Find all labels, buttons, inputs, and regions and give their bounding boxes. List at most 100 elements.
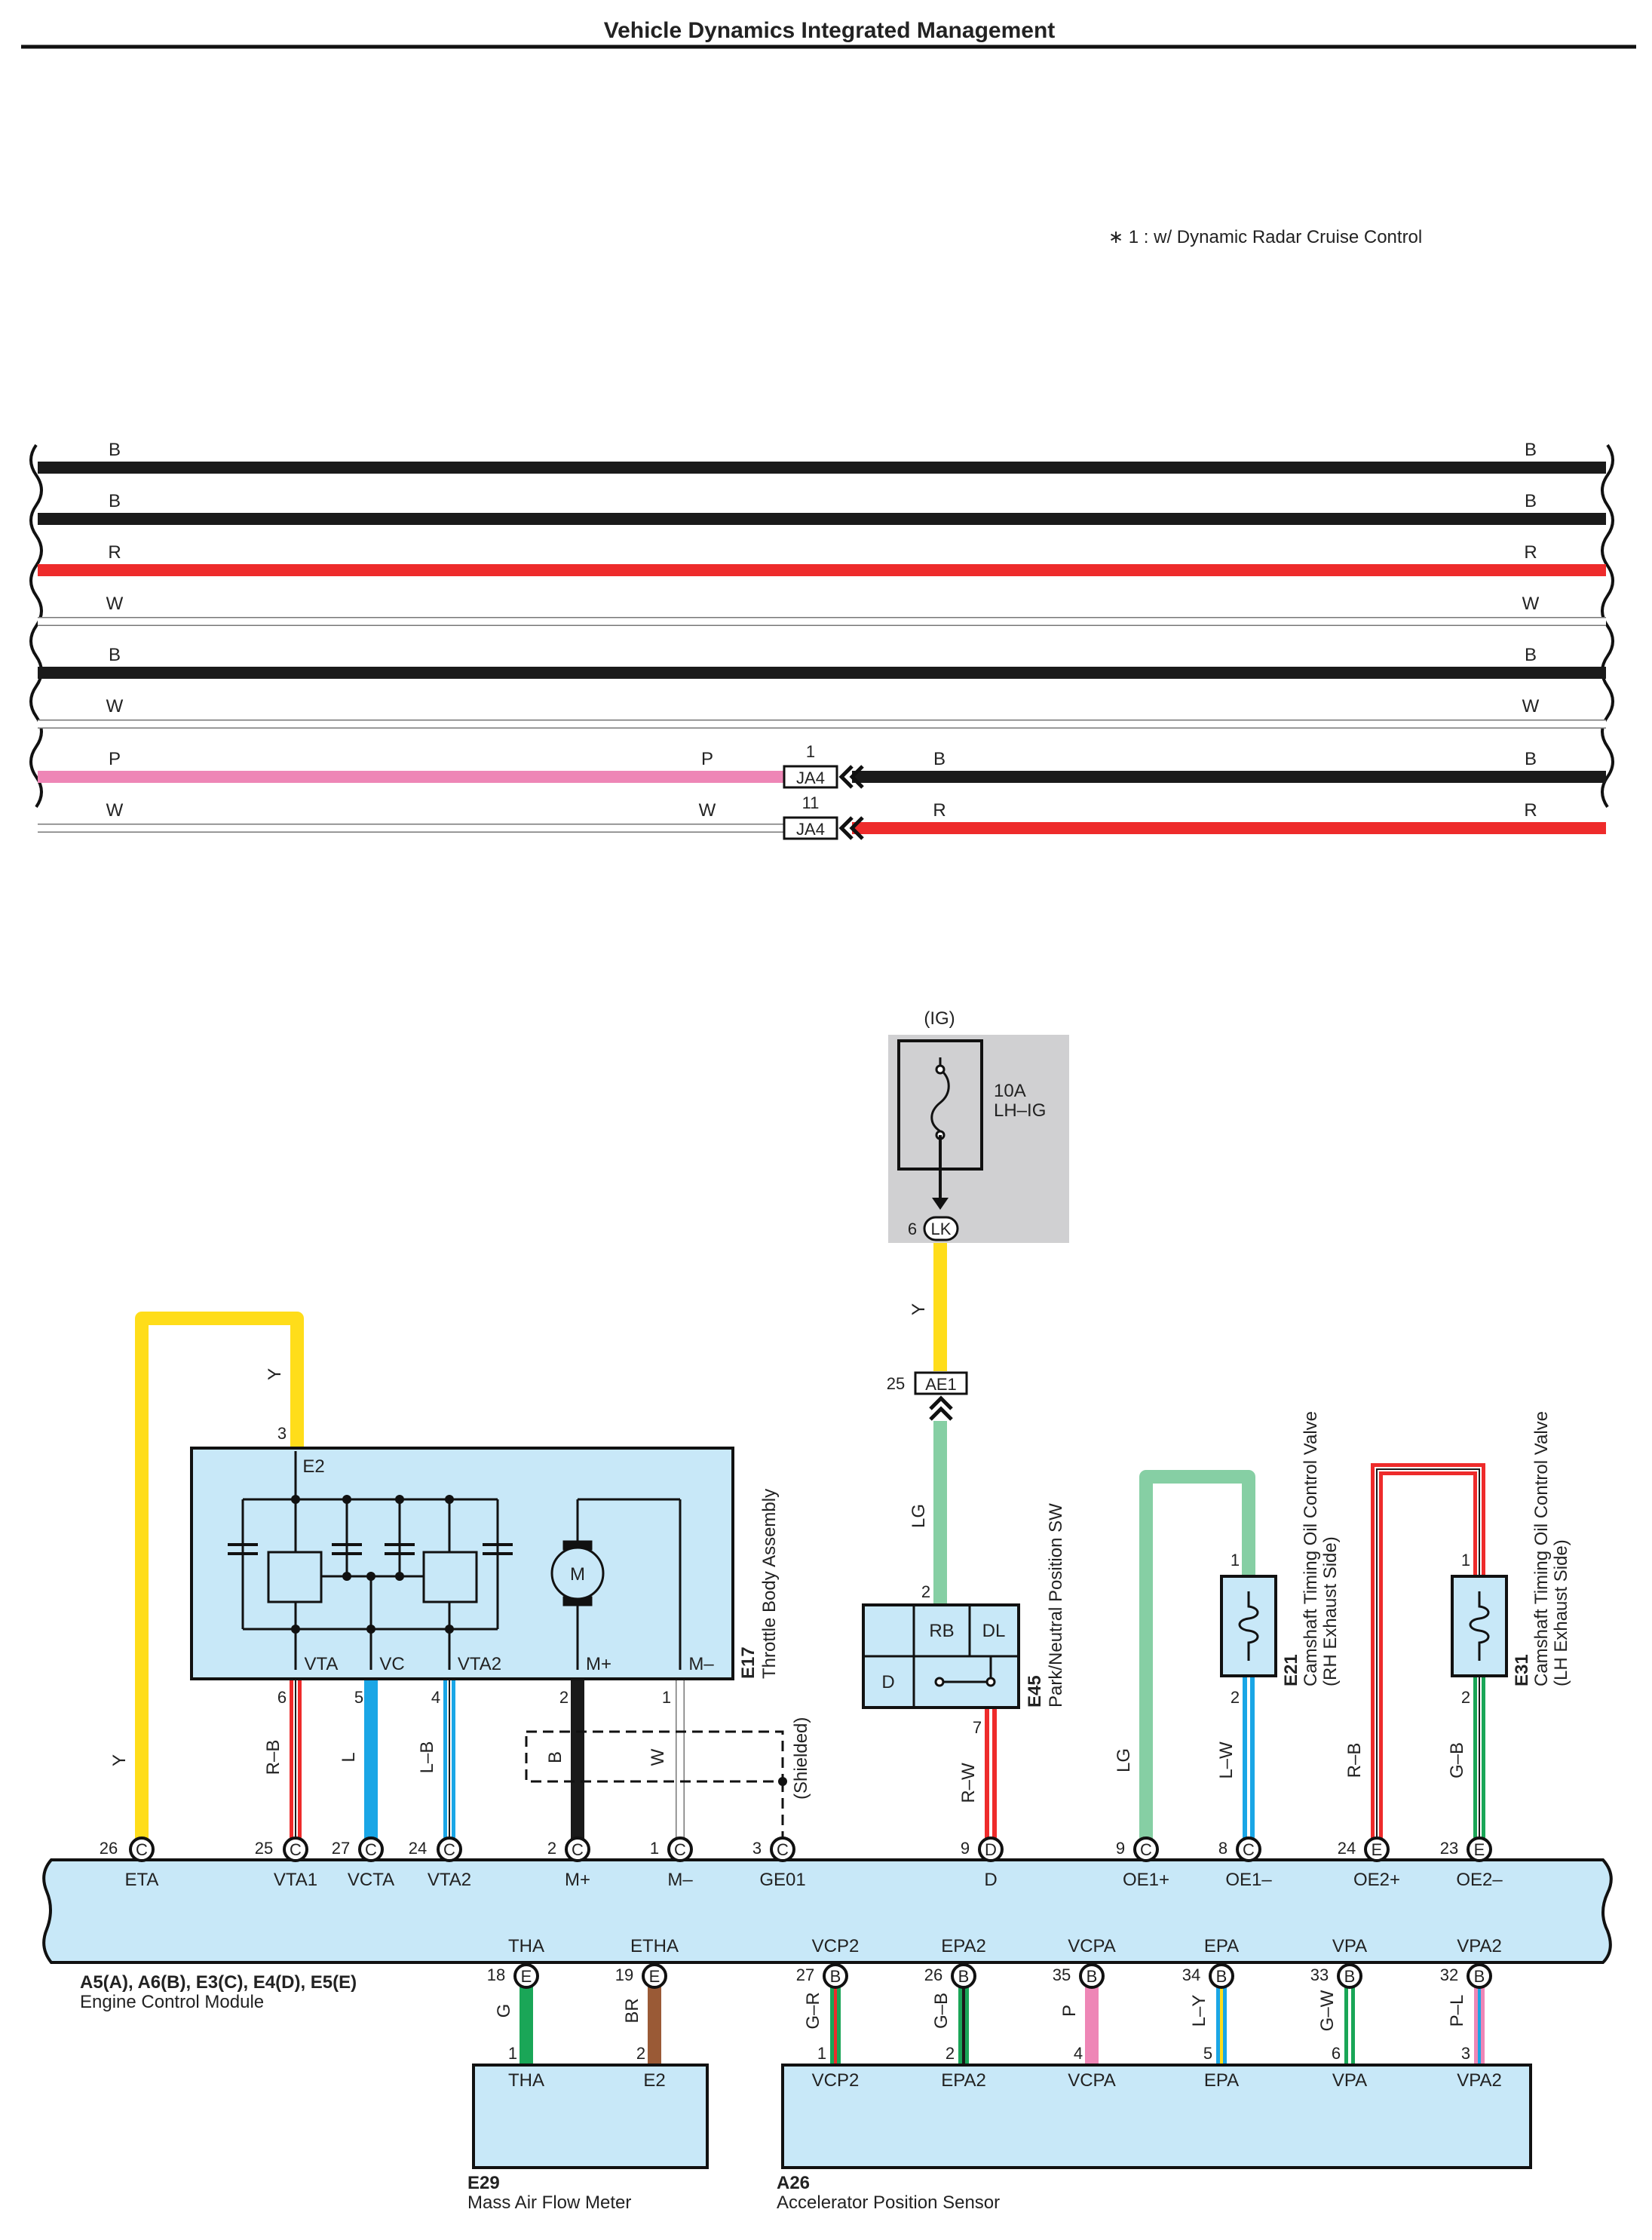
aps-term-epa2: EPA2 (941, 2070, 986, 2091)
svg-text:E: E (649, 1967, 660, 1986)
svg-text:27: 27 (332, 1839, 350, 1858)
harness-wire-8-right-label: R (1524, 800, 1537, 821)
svg-text:B: B (1087, 1967, 1098, 1986)
svg-text:26: 26 (924, 1965, 942, 1984)
maf-box (472, 2064, 709, 2169)
fuse-arrow-icon (932, 1198, 949, 1210)
svg-text:E: E (1372, 1840, 1383, 1859)
throttle-body-assembly: E2 (190, 1447, 780, 1680)
park-d: D (881, 1672, 894, 1692)
fuse-name: LH–IG (994, 1100, 1046, 1121)
wire-lg-oe1plus (1139, 1470, 1255, 1846)
aps-term-vcp2: VCP2 (812, 2070, 860, 2091)
ecm-terminal-ge01: 3 C GE01 (752, 1836, 806, 1890)
ecm-bottom-labels: THA ETHA VCP2 EPA2 VCPA EPA VPA VPA2 (508, 1936, 1502, 1956)
svg-text:OE1+: OE1+ (1123, 1870, 1169, 1890)
svg-text:G–B: G–B (931, 1993, 952, 2029)
ecm-terminal-epa: 34 B (1182, 1963, 1234, 1989)
connector-ja4-11-label: JA4 (796, 820, 825, 839)
shield-label: (Shielded) (791, 1717, 811, 1800)
harness-wire-7-right-label: B (1525, 749, 1537, 769)
svg-text:OE2–: OE2– (1456, 1870, 1503, 1890)
aps-id: A26 (777, 2173, 810, 2193)
svg-text:25: 25 (255, 1839, 273, 1858)
connector-lk (923, 1216, 959, 1241)
maf-id: E29 (467, 2173, 500, 2193)
fuse-block: (IG) 10A LH–IG 6 LK (888, 1008, 1069, 1243)
fuse-rating: 10A (994, 1081, 1026, 1101)
svg-text:18: 18 (487, 1965, 505, 1984)
svg-text:2: 2 (946, 2044, 955, 2063)
connector-ja4-11-pin: 11 (802, 793, 820, 812)
svg-text:VPA2: VPA2 (1457, 1936, 1502, 1956)
harness: B B B B R R W W B B W W P P B B JA4 1 (29, 440, 1614, 840)
cam-rh-name1: Camshaft Timing Oil Control Valve (1301, 1411, 1321, 1686)
motor-icon (550, 1498, 682, 1670)
wire-y-eta-label: Y (109, 1754, 130, 1766)
ecm-terminal-oe1plus: 9 C OE1+ (1116, 1836, 1169, 1890)
footnote: ∗ 1 : w/ Dynamic Radar Cruise Control (1108, 227, 1422, 247)
svg-text:VTA1: VTA1 (274, 1870, 317, 1890)
throttle-pin-6: 6 (277, 1688, 287, 1707)
svg-text:C: C (674, 1840, 686, 1859)
ecm-top-terminals: 26 C ETA 25 C VTA1 27 C VCTA 24 C VTA2 2… (100, 1836, 1503, 1890)
maf-name: Mass Air Flow Meter (467, 2192, 631, 2213)
harness-wire-6-right-label: W (1522, 696, 1540, 716)
throttle-pin-5: 5 (354, 1688, 363, 1707)
ecm-terminal-mplus: 2 C M+ (547, 1836, 590, 1890)
ae1-pin: 25 (887, 1374, 905, 1393)
harness-wire-5-left-label: B (109, 645, 121, 665)
svg-text:24: 24 (409, 1839, 427, 1858)
throttle-term-vc: VC (379, 1654, 404, 1674)
throttle-e2-label: E2 (302, 1456, 324, 1477)
harness-wire-1-right-label: B (1525, 440, 1537, 460)
svg-text:1: 1 (650, 1839, 659, 1858)
ecm-id: A5(A), A6(B), E3(C), E4(D), E5(E) (80, 1972, 357, 1993)
aps-name: Accelerator Position Sensor (777, 2192, 1000, 2213)
wire-lg-oe1plus-label: LG (1114, 1748, 1134, 1772)
svg-text:VCP2: VCP2 (812, 1936, 860, 1956)
fuse-conn-pin: 6 (908, 1220, 917, 1238)
svg-text:C: C (443, 1840, 455, 1859)
cam-rh-name2: (RH Exhaust Side) (1320, 1536, 1341, 1686)
ecm-body (42, 1858, 1613, 1964)
wire-b-mplus-label: B (545, 1751, 565, 1763)
cam-rh-pin-bottom: 2 (1231, 1688, 1240, 1707)
svg-text:EPA2: EPA2 (941, 1936, 986, 1956)
throttle-term-mminus: M– (688, 1654, 714, 1674)
connector-ae1 (914, 1371, 968, 1395)
svg-text:33: 33 (1310, 1965, 1329, 1984)
ecm-terminal-vpa: 33 B (1310, 1963, 1362, 1989)
svg-text:C: C (365, 1840, 377, 1859)
svg-text:C: C (1140, 1840, 1152, 1859)
cam-lh-pin-bottom: 2 (1461, 1688, 1470, 1707)
fuse-ig-label: (IG) (924, 1008, 955, 1029)
svg-text:M+: M+ (565, 1870, 590, 1890)
throttle-term-vta2: VTA2 (458, 1654, 501, 1674)
aps-term-vcpa: VCPA (1068, 2070, 1116, 2091)
throttle-e2-pin: 3 (277, 1424, 287, 1443)
throttle-pin-1: 1 (662, 1688, 671, 1707)
svg-text:1: 1 (817, 2044, 826, 2063)
wire-rw-park-label: R–W (958, 1763, 979, 1803)
svg-text:B: B (1474, 1967, 1485, 1986)
svg-text:2: 2 (547, 1839, 556, 1858)
svg-text:P: P (1059, 2005, 1080, 2017)
connector-ae1-label: AE1 (925, 1375, 957, 1394)
park-bottom-pin: 7 (973, 1718, 982, 1737)
wire-y-eta-loop (135, 1312, 304, 1846)
svg-text:24: 24 (1338, 1839, 1356, 1858)
ecm-terminal-vcta: 27 C VCTA (332, 1836, 394, 1890)
svg-text:9: 9 (961, 1839, 970, 1858)
svg-text:34: 34 (1182, 1965, 1200, 1984)
wire-lw-oe1minus-label: L–W (1216, 1741, 1237, 1779)
svg-text:VTA2: VTA2 (428, 1870, 471, 1890)
svg-text:23: 23 (1440, 1839, 1458, 1858)
svg-text:C: C (290, 1840, 302, 1859)
device-pins: 1 2 1 2 4 5 6 3 (508, 2044, 1470, 2063)
ecm-terminal-vta1: 25 C VTA1 (255, 1836, 317, 1890)
svg-text:OE2+: OE2+ (1353, 1870, 1400, 1890)
maf-term-e2: E2 (643, 2070, 665, 2091)
svg-text:C: C (777, 1840, 789, 1859)
motor-label: M (570, 1564, 585, 1585)
